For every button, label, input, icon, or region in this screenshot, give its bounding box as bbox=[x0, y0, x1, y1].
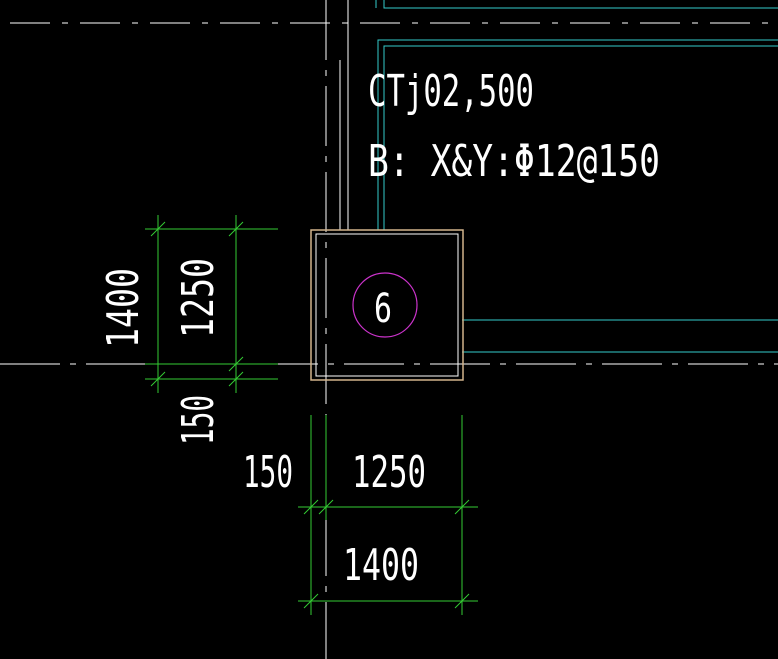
hdim-tick-1 bbox=[303, 499, 319, 515]
annotation: CTj02,500 B: X&Y:Φ12@150 bbox=[368, 66, 660, 187]
hdim-tick-5 bbox=[454, 593, 470, 609]
dim-label-vertical-total: 1400 bbox=[98, 268, 149, 348]
dim-label-vertical-offset: 150 bbox=[173, 395, 224, 445]
cap-inner-outline bbox=[315, 233, 459, 377]
dim-label-horizontal-offset: 150 bbox=[243, 447, 293, 498]
vdim-tick-4 bbox=[150, 371, 166, 387]
hdim-tick-4 bbox=[303, 593, 319, 609]
annotation-line2: B: X&Y:Φ12@150 bbox=[368, 136, 660, 187]
dim-label-vertical-inner: 1250 bbox=[173, 258, 224, 338]
beam-upper bbox=[377, 39, 778, 230]
beam-top-outer bbox=[383, 0, 778, 9]
annotation-line1: CTj02,500 bbox=[368, 66, 534, 117]
vdim-tick-2 bbox=[228, 221, 244, 237]
dim-label-horizontal-total: 1400 bbox=[343, 540, 419, 591]
vdim-tick-5 bbox=[228, 371, 244, 387]
vdim-tick-1 bbox=[150, 221, 166, 237]
horizontal-dimensions bbox=[298, 415, 478, 615]
hdim-tick-3 bbox=[454, 499, 470, 515]
dim-label-horizontal-inner: 1250 bbox=[352, 447, 426, 498]
vertical-dimensions bbox=[145, 215, 278, 393]
pile-circle bbox=[352, 272, 418, 338]
beam-upper-2 bbox=[383, 45, 778, 230]
dimension-labels: 1400 1250 150 150 1250 1400 bbox=[98, 258, 426, 591]
vdim-tick-3 bbox=[228, 356, 244, 372]
pile-number: 6 bbox=[374, 286, 392, 332]
beam-lines bbox=[375, 0, 778, 353]
hdim-tick-2 bbox=[318, 499, 334, 515]
cap-outer-outline bbox=[310, 229, 464, 381]
pile-cap: 6 bbox=[310, 229, 464, 381]
